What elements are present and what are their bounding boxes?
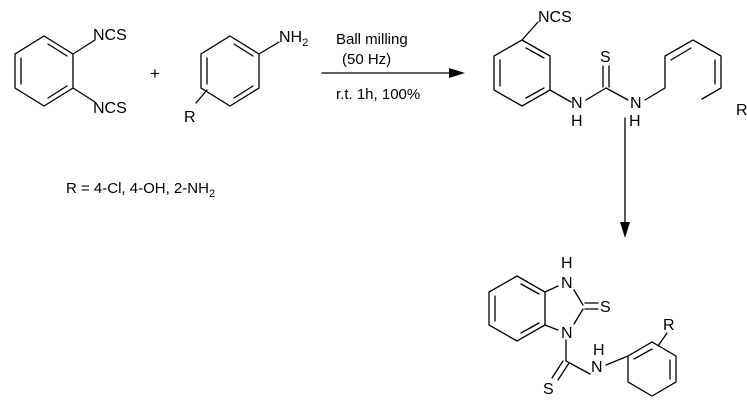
bond-c2-to-n-bottom [573,308,584,325]
n-bottom-label: N [561,325,573,342]
s-label-thiourea: S [600,49,611,66]
n2-h-label: H [629,113,641,130]
thiourea-structure: NCS S N H N H R [493,9,747,130]
benzene-ring-3 [493,39,551,107]
benzene-ring-1 [14,35,74,107]
n-top-label: N [561,275,573,292]
plus-sign: + [150,64,160,83]
condition-frequency: (50 Hz) [342,51,391,68]
bond-to-nh2 [258,41,280,55]
ring-1-double-bond [47,43,68,57]
bond-c-s-amide-1 [551,360,564,379]
ring-3-double-bond [525,47,545,59]
arrow-head [449,68,465,78]
s-amide-label: S [543,381,554,398]
ncs-top-label: NCS [93,27,127,44]
bond-to-ncs-top [72,39,96,55]
bond-nh-to-ring [605,355,629,366]
nh-n-label: N [591,359,603,376]
ring-4-double-bond [670,47,692,61]
ring-1-double-bond [47,85,68,99]
ring-2-double-bond [233,43,254,57]
ring-3-double-bond [525,87,545,99]
n2-label: N [630,95,642,112]
ring-6-double-bond [633,348,653,360]
bond-c-to-n2 [605,87,629,101]
down-arrow-head [620,222,630,238]
benzimidazole-structure: H N S N S H N R [488,255,677,398]
r-label-benzimidazole: R [663,317,675,334]
h-top-label: H [561,255,573,272]
diisothiocyanate-structure: NCS NCS [14,27,127,117]
benzene-ring-5 [488,275,546,342]
cyclization-arrow [620,117,630,238]
r-label-thiourea: R [736,102,747,119]
nh-h-label: H [593,342,605,359]
n1-label: N [571,95,583,112]
bond-to-r [195,89,208,104]
n1-h-label: H [571,113,583,130]
ring-5-double-bond [520,283,540,295]
bond-ring-to-n1 [549,89,572,103]
substituent-list: R = 4-Cl, 4-OH, 2-NH2 [66,180,215,200]
bond-n2-to-ring [644,87,666,101]
benzene-ring-4-partial [664,39,722,100]
bond-n-bottom-to-ring [544,324,559,331]
ncs-bottom-label: NCS [93,100,127,117]
bond-to-ncs-bottom [72,87,96,103]
condition-time-yield: r.t. 1h, 100% [336,86,420,103]
bond-c-to-nh [565,360,591,375]
r-label-aniline: R [184,109,196,126]
benzene-ring-6-partial [627,341,677,397]
ring-5-double-bond [520,322,540,334]
s-thione-label: S [600,299,611,316]
benzene-ring-2 [200,35,260,107]
bond-c-s-amide-2 [557,362,570,381]
reaction-arrow [321,68,465,78]
ncs-label-product: NCS [538,9,572,26]
nh2-label: NH2 [279,29,308,49]
bond-ring-to-n-top [544,285,559,293]
condition-ball-milling: Ball milling [336,31,408,48]
bond-n-top-to-c2 [573,289,584,306]
bond-n1-to-c [585,87,607,101]
bond-ring-to-r [657,332,668,347]
aniline-structure: NH2 R [184,29,308,126]
bond-to-ncs [521,21,539,41]
ring-2-double-bond [233,85,254,99]
